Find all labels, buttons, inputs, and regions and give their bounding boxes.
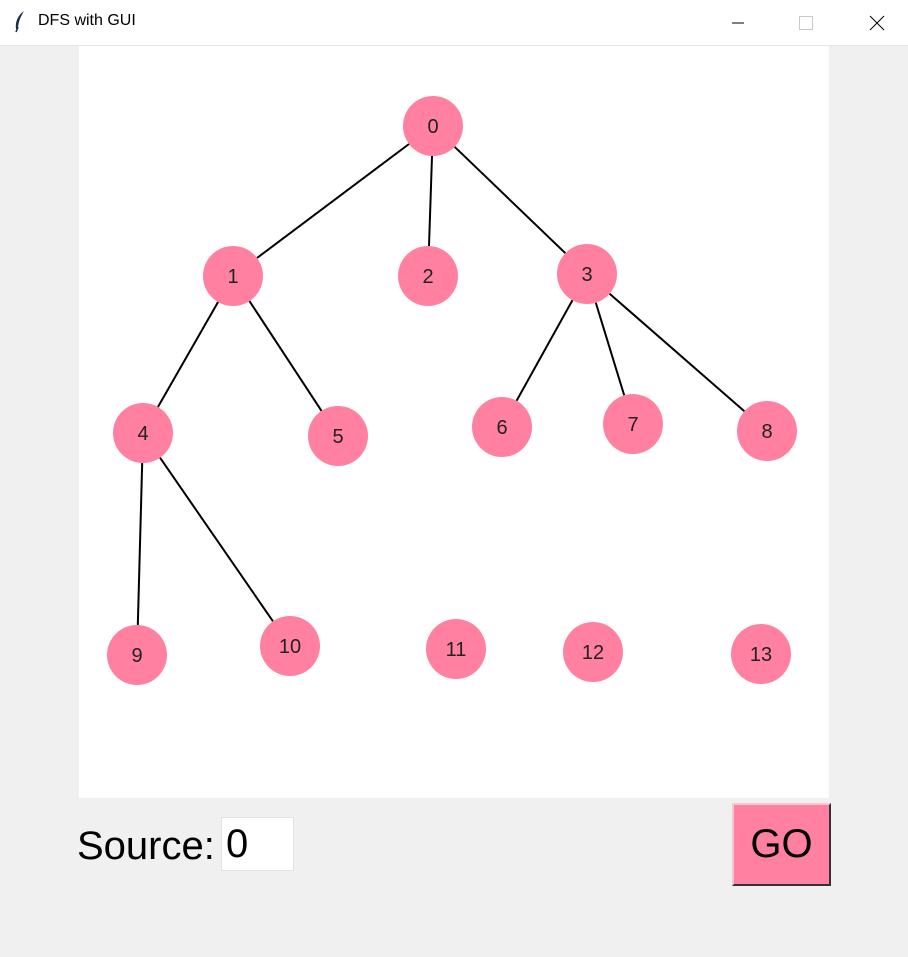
edge-1-5 [248, 300, 323, 412]
graph-node-13: 13 [731, 624, 791, 684]
node-label: 3 [581, 264, 592, 286]
node-circle [731, 624, 791, 684]
node-circle [113, 403, 173, 463]
feather-icon [15, 11, 24, 33]
window-title: DFS with GUI [38, 12, 136, 29]
node-label: 12 [582, 642, 604, 664]
node-label: 8 [761, 421, 772, 443]
node-label: 13 [750, 644, 772, 666]
maximize-icon [799, 15, 813, 30]
source-input[interactable] [221, 817, 294, 871]
node-circle [426, 619, 486, 679]
node-circle [563, 622, 623, 682]
node-label: 1 [227, 266, 238, 288]
node-label: 4 [137, 423, 148, 445]
node-circle [260, 616, 320, 676]
node-label: 5 [332, 426, 343, 448]
edge-3-8 [608, 292, 746, 413]
graph-node-9: 9 [107, 625, 167, 685]
graph-node-0: 0 [403, 96, 463, 156]
node-circle [398, 246, 458, 306]
graph-node-10: 10 [260, 616, 320, 676]
node-circle [107, 625, 167, 685]
close-icon [869, 15, 885, 30]
node-label: 2 [422, 266, 433, 288]
node-label: 0 [427, 116, 438, 138]
minimize-button[interactable] [703, 0, 773, 45]
graph-node-4: 4 [113, 403, 173, 463]
node-label: 10 [279, 636, 301, 658]
edge-3-7 [594, 302, 626, 396]
node-label: 11 [446, 639, 467, 661]
edge-0-3 [453, 146, 567, 254]
edge-1-4 [157, 301, 219, 408]
graph-node-3: 3 [557, 244, 617, 304]
edge-4-10 [159, 457, 274, 622]
node-label: 9 [131, 645, 142, 667]
graph-node-7: 7 [603, 394, 663, 454]
node-label: 6 [496, 417, 507, 439]
node-circle [737, 401, 797, 461]
node-circle [603, 394, 663, 454]
edge-0-1 [256, 143, 410, 259]
node-circle [308, 406, 368, 466]
go-button[interactable]: GO [732, 803, 831, 886]
graph-node-11: 11 [426, 619, 486, 679]
node-circle [203, 246, 263, 306]
maximize-button[interactable] [771, 0, 841, 45]
source-label: Source: [77, 824, 215, 868]
title-bar: DFS with GUI [0, 0, 908, 46]
graph-node-8: 8 [737, 401, 797, 461]
node-circle [403, 96, 463, 156]
edge-4-9 [136, 462, 144, 626]
close-button[interactable] [842, 0, 908, 45]
node-label: 7 [627, 414, 638, 436]
graph-node-6: 6 [472, 397, 532, 457]
graph-node-5: 5 [308, 406, 368, 466]
node-circle [557, 244, 617, 304]
edge-0-2 [428, 155, 433, 247]
node-circle [472, 397, 532, 457]
minimize-icon [732, 22, 744, 23]
edge-3-6 [515, 299, 574, 402]
graph-node-2: 2 [398, 246, 458, 306]
graph-node-12: 12 [563, 622, 623, 682]
graph-node-1: 1 [203, 246, 263, 306]
